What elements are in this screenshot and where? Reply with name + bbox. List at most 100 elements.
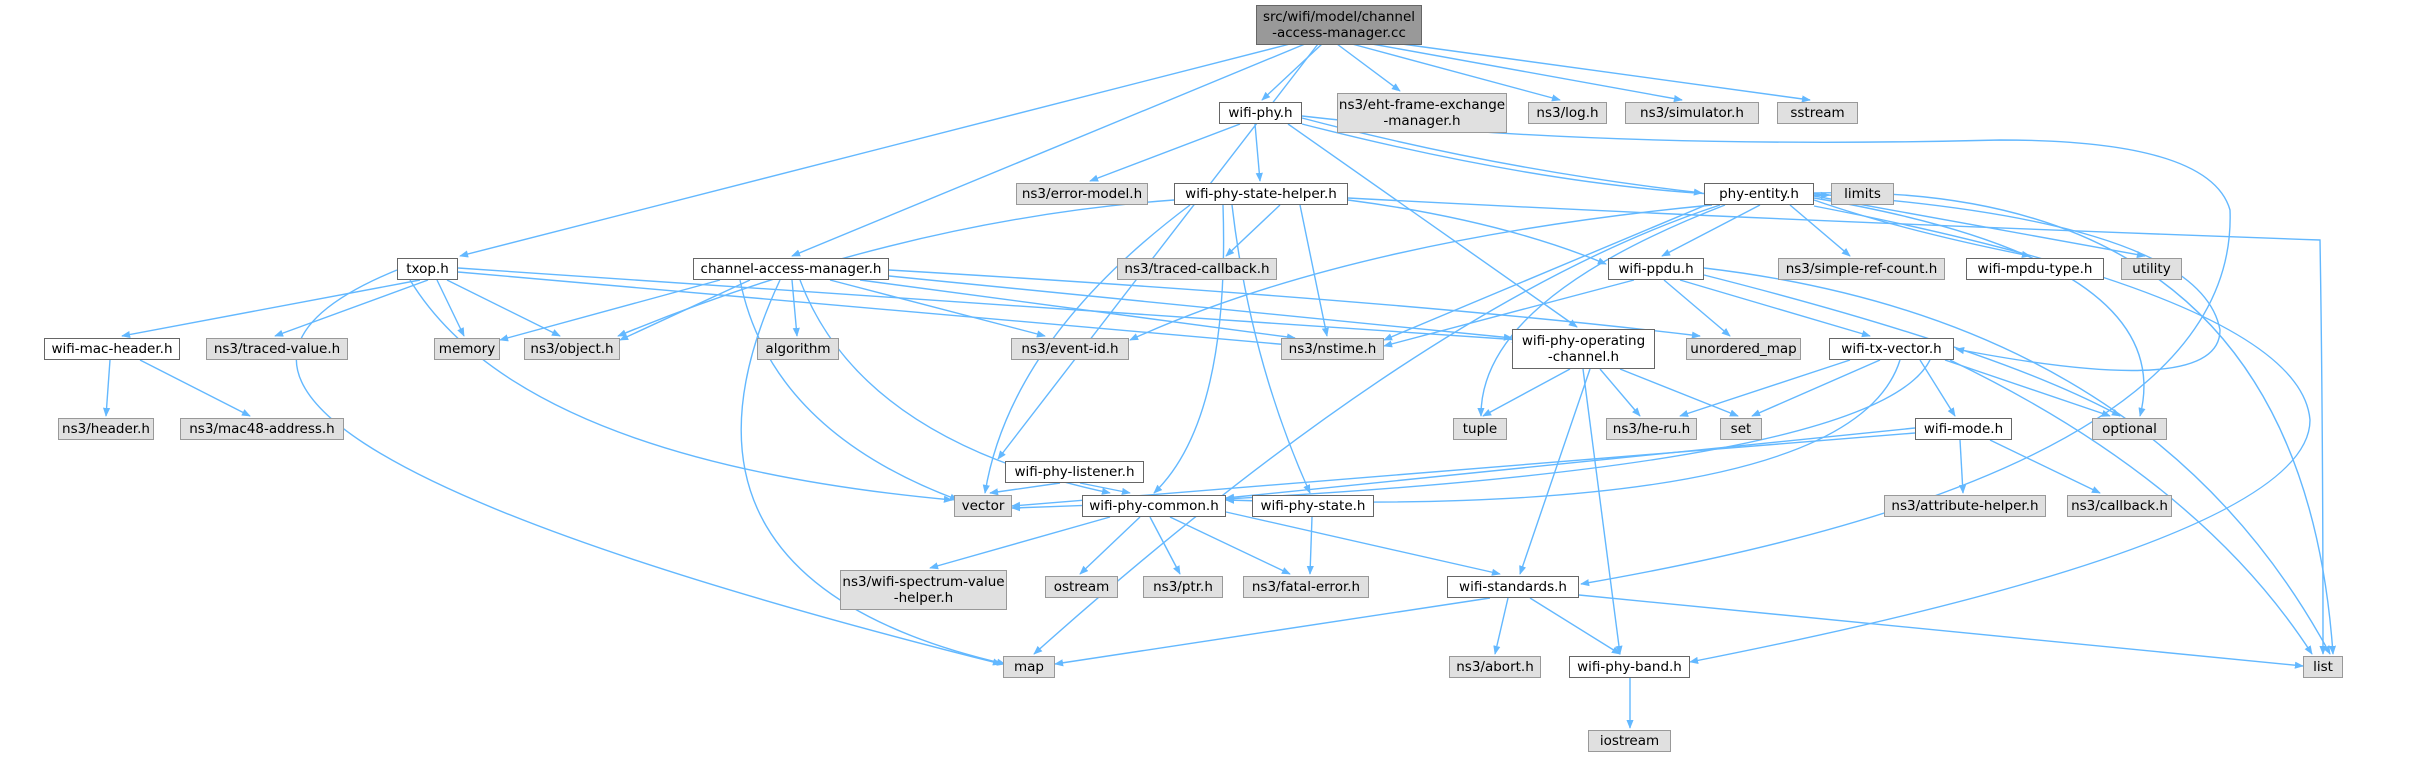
dependency-edge bbox=[929, 516, 1111, 570]
dependency-edge bbox=[1371, 43, 1683, 103]
dependency-edge bbox=[295, 269, 1002, 666]
node-txop-h[interactable]: txop.h bbox=[397, 258, 458, 280]
dependency-edge bbox=[1089, 123, 1241, 182]
node-wifi-tx-vector-h[interactable]: wifi-tx-vector.h bbox=[1829, 338, 1954, 360]
node-tuple[interactable]: tuple bbox=[1453, 418, 1507, 440]
dependency-edge bbox=[791, 43, 1306, 257]
node-wifi-phy-listener-h[interactable]: wifi-phy-listener.h bbox=[1005, 461, 1144, 483]
dependency-edge bbox=[1919, 359, 1956, 417]
dependency-edge bbox=[1493, 597, 1509, 655]
node-wifi-phy-state-h[interactable]: wifi-phy-state.h bbox=[1252, 495, 1374, 517]
dependency-edge bbox=[1261, 43, 1323, 101]
node-eht-frame-exchange-manager-h[interactable]: ns3/eht-frame-exchange -manager.h bbox=[1337, 93, 1507, 133]
dependency-edge bbox=[1011, 432, 1916, 509]
dependency-edge bbox=[1153, 204, 1225, 494]
node-object-h[interactable]: ns3/object.h bbox=[524, 338, 620, 360]
dependency-edge bbox=[1011, 359, 1931, 512]
node-wifi-ppdu-h[interactable]: wifi-ppdu.h bbox=[1608, 258, 1704, 280]
dependency-edge bbox=[1149, 516, 1181, 575]
dependency-edge bbox=[102, 359, 111, 417]
node-callback-h[interactable]: ns3/callback.h bbox=[2067, 495, 2172, 517]
node-algorithm[interactable]: algorithm bbox=[757, 338, 839, 360]
dependency-edge bbox=[1619, 368, 1739, 417]
node-simulator-h[interactable]: ns3/simulator.h bbox=[1625, 102, 1759, 124]
dependency-edge bbox=[859, 279, 1296, 341]
dependency-edge bbox=[619, 279, 751, 341]
node-unordered-map[interactable]: unordered_map bbox=[1686, 338, 1801, 360]
node-mac48-address-h[interactable]: ns3/mac48-address.h bbox=[180, 418, 344, 440]
node-wifi-standards-h[interactable]: wifi-standards.h bbox=[1447, 576, 1579, 598]
dependency-edge bbox=[1529, 597, 1621, 655]
dependency-edge bbox=[1169, 516, 1291, 575]
dependency-edge bbox=[1287, 123, 1578, 328]
dependency-edge bbox=[1054, 597, 1491, 667]
node-wifi-phy-operating-channel-h[interactable]: wifi-phy-operating -channel.h bbox=[1512, 329, 1655, 369]
node-simple-ref-count-h[interactable]: ns3/simple-ref-count.h bbox=[1778, 258, 1945, 280]
dependency-edge bbox=[1751, 359, 1881, 417]
node-fatal-error-h[interactable]: ns3/fatal-error.h bbox=[1243, 576, 1369, 598]
node-channel-access-manager-h[interactable]: channel-access-manager.h bbox=[693, 258, 889, 280]
node-error-model-h[interactable]: ns3/error-model.h bbox=[1016, 183, 1148, 205]
node-limits[interactable]: limits bbox=[1831, 183, 1894, 205]
node-phy-entity-h[interactable]: phy-entity.h bbox=[1704, 183, 1814, 205]
node-memory[interactable]: memory bbox=[434, 338, 500, 360]
node-map[interactable]: map bbox=[1003, 656, 1055, 678]
dependency-edge bbox=[1813, 199, 2031, 258]
node-vector[interactable]: vector bbox=[954, 495, 1012, 517]
node-wifi-mpdu-type-h[interactable]: wifi-mpdu-type.h bbox=[1966, 258, 2104, 280]
node-event-id-h[interactable]: ns3/event-id.h bbox=[1011, 338, 1129, 360]
node-ptr-h[interactable]: ns3/ptr.h bbox=[1143, 576, 1223, 598]
node-header-h[interactable]: ns3/header.h bbox=[58, 418, 154, 440]
dependency-edge bbox=[1582, 368, 1623, 655]
node-abort-h[interactable]: ns3/abort.h bbox=[1449, 656, 1541, 678]
dependency-edge bbox=[121, 279, 421, 339]
dependency-edge bbox=[989, 482, 1061, 496]
node-he-ru-h[interactable]: ns3/he-ru.h bbox=[1606, 418, 1697, 440]
dependency-edge bbox=[617, 199, 1175, 337]
node-nstime-h[interactable]: ns3/nstime.h bbox=[1281, 338, 1384, 360]
node-traced-value-h[interactable]: ns3/traced-value.h bbox=[206, 338, 348, 360]
dependency-edge bbox=[1231, 204, 1311, 494]
dependency-edge bbox=[1703, 267, 2331, 655]
dependency-edge bbox=[436, 279, 465, 337]
node-wifi-mac-header-h[interactable]: wifi-mac-header.h bbox=[44, 338, 180, 360]
node-wifi-phy-state-helper-h[interactable]: wifi-phy-state-helper.h bbox=[1174, 183, 1348, 205]
node-log-h[interactable]: ns3/log.h bbox=[1528, 102, 1607, 124]
dependency-edge bbox=[1079, 482, 1131, 495]
node-set[interactable]: set bbox=[1720, 418, 1762, 440]
dependency-edge bbox=[139, 359, 251, 417]
node-utility[interactable]: utility bbox=[2121, 258, 2182, 280]
node-list[interactable]: list bbox=[2303, 656, 2343, 678]
node-sstream[interactable]: sstream bbox=[1777, 102, 1858, 124]
dependency-edge bbox=[1351, 43, 1561, 102]
dependency-edge bbox=[1789, 204, 1851, 257]
dependency-edge bbox=[457, 271, 1291, 348]
node-attribute-helper-h[interactable]: ns3/attribute-helper.h bbox=[1884, 495, 2046, 517]
dependency-edge bbox=[1813, 191, 2337, 655]
dependency-edge bbox=[1813, 197, 2146, 417]
dependency-edge bbox=[1519, 368, 1591, 575]
node-wifi-phy-h[interactable]: wifi-phy.h bbox=[1219, 102, 1302, 124]
dependency-edge bbox=[1958, 439, 1967, 494]
dependency-edge bbox=[1401, 43, 1811, 103]
dependency-edge bbox=[1301, 115, 2231, 587]
node-wifi-mode-h[interactable]: wifi-mode.h bbox=[1915, 418, 2012, 440]
dependency-edge bbox=[1989, 439, 2101, 494]
node-wifi-spectrum-value-helper-h[interactable]: ns3/wifi-spectrum-value -helper.h bbox=[840, 570, 1007, 610]
dependency-edge bbox=[1578, 594, 2304, 669]
dependency-edge bbox=[457, 267, 1521, 344]
node-wifi-phy-common-h[interactable]: wifi-phy-common.h bbox=[1082, 495, 1226, 517]
node-traced-callback-h[interactable]: ns3/traced-callback.h bbox=[1117, 258, 1277, 280]
root-file-node[interactable]: src/wifi/model/channel -access-manager.c… bbox=[1256, 5, 1422, 45]
dependency-edge bbox=[1299, 204, 1329, 337]
dependency-edge bbox=[1129, 204, 1713, 341]
node-iostream[interactable]: iostream bbox=[1588, 730, 1671, 752]
dependency-edge bbox=[1661, 204, 1761, 257]
node-wifi-phy-band-h[interactable]: wifi-phy-band.h bbox=[1569, 656, 1690, 678]
dependency-edge bbox=[888, 269, 1701, 339]
node-optional[interactable]: optional bbox=[2092, 418, 2167, 440]
dependency-edge bbox=[459, 43, 1291, 258]
node-ostream[interactable]: ostream bbox=[1045, 576, 1118, 598]
dependency-edge bbox=[1679, 279, 1871, 338]
